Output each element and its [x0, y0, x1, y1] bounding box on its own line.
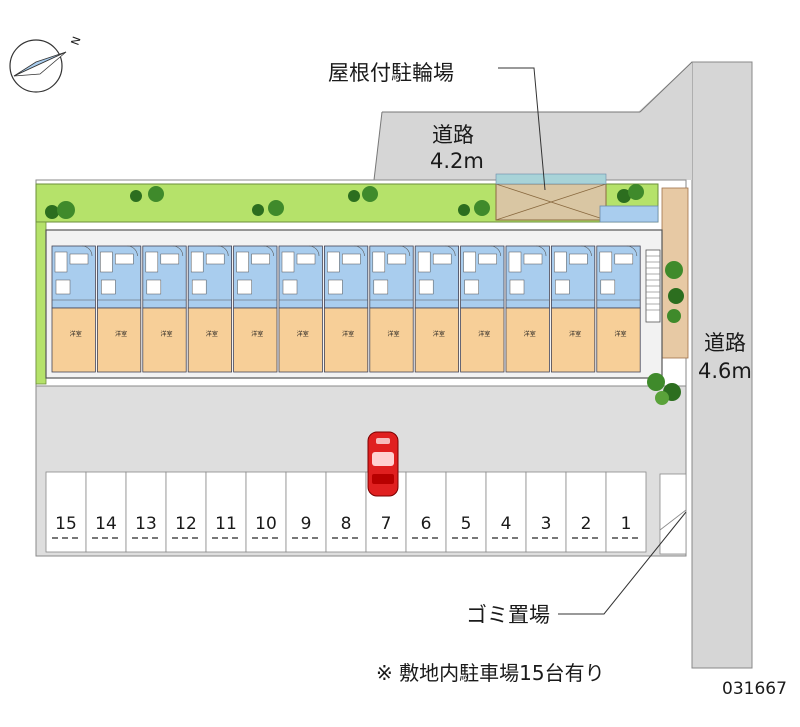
- road-right: [691, 61, 753, 669]
- apartment-unit: 洋室: [460, 245, 505, 373]
- parking-space: 12: [165, 471, 207, 553]
- parking-space: 1: [605, 471, 647, 553]
- parking-space: 6: [405, 471, 447, 553]
- room-label: 洋室: [297, 330, 309, 338]
- road-right-corner: [638, 62, 692, 180]
- car-icon: [367, 431, 399, 497]
- parking-space-number: 7: [381, 514, 392, 534]
- apartment-unit: 洋室: [233, 245, 278, 373]
- apartment-unit: 洋室: [505, 245, 550, 373]
- parking-space: 13: [125, 471, 167, 553]
- room-label: 洋室: [569, 330, 581, 338]
- parking-space: 2: [565, 471, 607, 553]
- green-left: [35, 221, 47, 385]
- parking-space: 9: [285, 471, 327, 553]
- apartment-unit: 洋室: [97, 245, 142, 373]
- room-label: 洋室: [161, 330, 173, 338]
- room-label: 洋室: [433, 330, 445, 338]
- room-label: 洋室: [206, 330, 218, 338]
- parking-space-number: 6: [421, 514, 432, 534]
- label-road-top-name: 道路: [432, 123, 474, 147]
- property-code: 031667: [722, 679, 787, 699]
- apartment-unit: 洋室: [551, 245, 596, 373]
- garbage-area: [659, 473, 687, 555]
- stairs: [645, 249, 661, 323]
- room-label: 洋室: [342, 330, 354, 338]
- parking-space-number: 13: [135, 514, 157, 534]
- apartment-unit: 洋室: [51, 245, 96, 373]
- room-label: 洋室: [478, 330, 490, 338]
- parking-space-number: 11: [215, 514, 237, 534]
- parking-space-number: 5: [461, 514, 472, 534]
- parking-space-number: 8: [341, 514, 352, 534]
- road-top: [374, 112, 638, 180]
- parking-space-number: 15: [55, 514, 77, 534]
- parking-space-number: 12: [175, 514, 197, 534]
- parking-note: ※ 敷地内駐車場15台有り: [376, 661, 605, 685]
- apartment-unit: 洋室: [187, 245, 232, 373]
- parking-spaces: 15 14 13 12 11 10 9 8 7 6 5 4 3 2 1: [45, 471, 647, 553]
- apartment-unit: 洋室: [142, 245, 187, 373]
- apartment-unit: 洋室: [278, 245, 323, 373]
- label-roof-bicycle-parking: 屋根付駐輪場: [328, 61, 454, 85]
- parking-space-number: 14: [95, 514, 117, 534]
- parking-space-number: 3: [541, 514, 552, 534]
- parking-space: 10: [245, 471, 287, 553]
- label-road-right-name: 道路: [704, 331, 746, 355]
- parking-space-number: 1: [621, 514, 632, 534]
- parking-space: 4: [485, 471, 527, 553]
- parking-space: 8: [325, 471, 367, 553]
- room-label: 洋室: [115, 330, 127, 338]
- parking-space-number: 9: [301, 514, 312, 534]
- apartment-unit: 洋室: [596, 245, 641, 373]
- room-label: 洋室: [524, 330, 536, 338]
- label-road-top-width: 4.2m: [430, 149, 484, 173]
- room-label: 洋室: [388, 330, 400, 338]
- compass-north: N: [69, 35, 84, 47]
- bicycle-parking: [495, 173, 659, 223]
- label-road-right-width: 4.6m: [698, 359, 752, 383]
- parking-space-number: 10: [255, 514, 277, 534]
- parking-space-number: 4: [501, 514, 512, 534]
- room-label: 洋室: [70, 330, 82, 338]
- apartment-unit: 洋室: [369, 245, 414, 373]
- room-label: 洋室: [251, 330, 263, 338]
- label-garbage-area: ゴミ置場: [466, 603, 550, 627]
- trees: [45, 184, 684, 553]
- compass-icon: N: [9, 35, 84, 93]
- parking-space: 11: [205, 471, 247, 553]
- parking-space-number: 2: [581, 514, 592, 534]
- parking-space: 3: [525, 471, 567, 553]
- apartment-unit: 洋室: [414, 245, 460, 373]
- apartment-units: 洋室 洋室 洋室 洋室 洋室 洋室 洋室 洋室 洋室 洋室 洋室 洋室 洋室: [51, 245, 641, 373]
- parking-space: 5: [445, 471, 487, 553]
- parking-space: 14: [85, 471, 127, 553]
- room-label: 洋室: [615, 330, 627, 338]
- apartment-unit: 洋室: [323, 245, 369, 373]
- parking-space: 15: [45, 471, 87, 553]
